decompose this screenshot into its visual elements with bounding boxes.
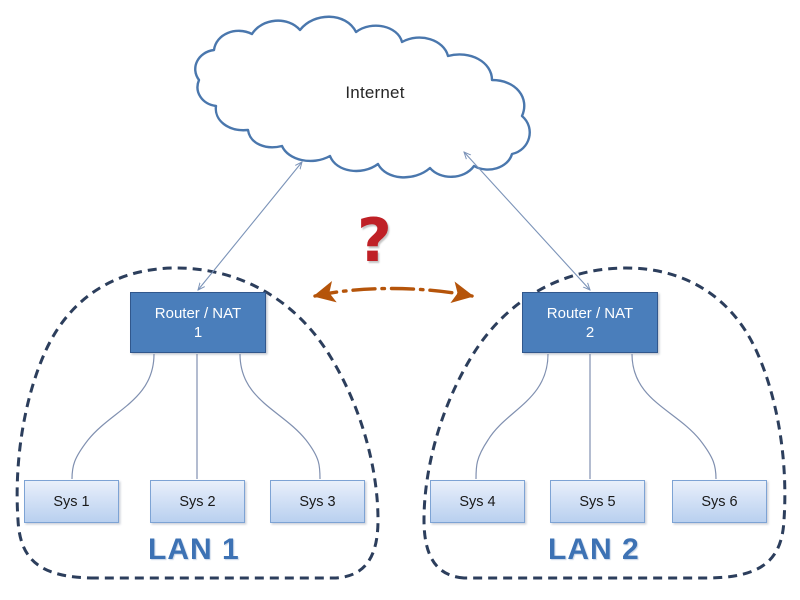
system-node-label: Sys 3 bbox=[299, 493, 336, 510]
router-nat-1-label: Router / NAT 1 bbox=[154, 304, 242, 341]
question-mark-annotation: ? bbox=[357, 206, 392, 276]
router-nat-1-node[interactable]: Router / NAT 1 bbox=[130, 292, 266, 353]
system-node-sys-5[interactable]: Sys 5 bbox=[550, 480, 645, 523]
system-node-label: Sys 1 bbox=[53, 493, 90, 510]
system-node-label: Sys 4 bbox=[459, 493, 496, 510]
lan-1-links bbox=[71, 353, 321, 480]
internet-cloud bbox=[194, 15, 531, 179]
system-node-sys-6[interactable]: Sys 6 bbox=[672, 480, 767, 523]
system-node-sys-1[interactable]: Sys 1 bbox=[24, 480, 119, 523]
lan-2-links bbox=[475, 353, 717, 480]
system-node-sys-4[interactable]: Sys 4 bbox=[430, 480, 525, 523]
system-node-label: Sys 5 bbox=[579, 493, 616, 510]
system-node-sys-3[interactable]: Sys 3 bbox=[270, 480, 365, 523]
router-nat-2-node[interactable]: Router / NAT 2 bbox=[522, 292, 658, 353]
system-node-label: Sys 2 bbox=[179, 493, 216, 510]
router-nat-2-label: Router / NAT 2 bbox=[546, 304, 634, 341]
system-node-label: Sys 6 bbox=[701, 493, 738, 510]
peer-link-arrow bbox=[313, 281, 474, 303]
system-node-sys-2[interactable]: Sys 2 bbox=[150, 480, 245, 523]
lan-2-label: LAN 2 bbox=[548, 533, 640, 566]
internet-cloud-label: Internet bbox=[345, 83, 405, 102]
lan-2-boundary bbox=[422, 266, 787, 580]
uplink-router2-internet bbox=[464, 152, 590, 290]
lan-1-label: LAN 1 bbox=[148, 533, 240, 566]
lan-1-boundary bbox=[15, 266, 380, 580]
uplink-router1-internet bbox=[198, 162, 302, 290]
